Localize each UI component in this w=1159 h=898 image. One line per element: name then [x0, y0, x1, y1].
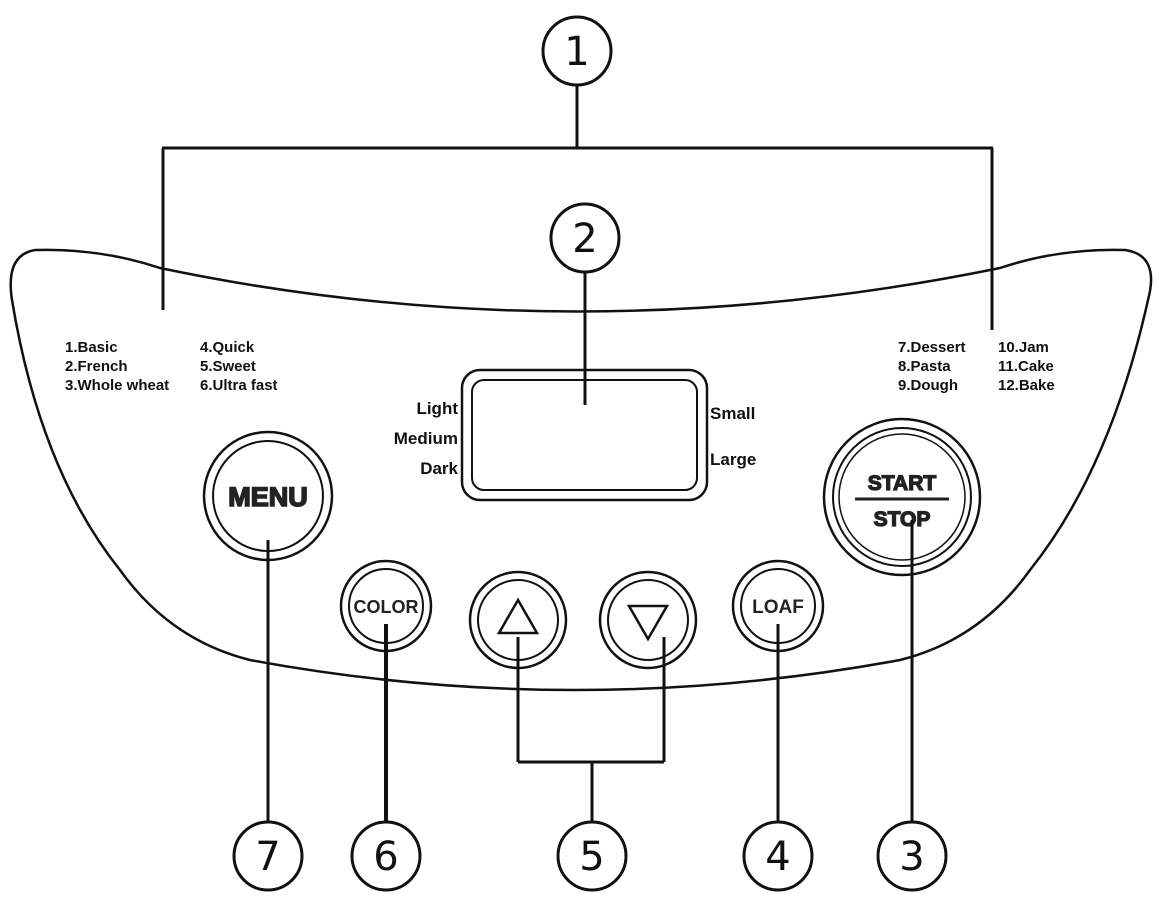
program-9: 9.Dough [898, 377, 958, 394]
loaf-button[interactable]: LOAF [731, 559, 825, 653]
svg-text:2: 2 [572, 216, 597, 262]
lcd-display [460, 368, 709, 502]
start-label: START [868, 472, 937, 495]
loaf-size-small: Small [710, 404, 755, 423]
callout-2: 2 [549, 202, 621, 274]
callout-1-bracket [161, 85, 994, 330]
loaf-button-label: LOAF [752, 597, 804, 618]
color-level-medium: Medium [394, 429, 458, 448]
program-2: 2.French [65, 358, 128, 375]
menu-button-label: MENU [228, 482, 308, 512]
color-level-dark: Dark [420, 459, 458, 478]
loaf-size-labels: Small Large [710, 404, 756, 469]
program-6: 6.Ultra fast [200, 377, 278, 394]
callout-5: 5 [556, 820, 628, 892]
color-level-labels: Light Medium Dark [394, 399, 459, 478]
program-12: 12.Bake [998, 377, 1055, 394]
loaf-size-large: Large [710, 450, 756, 469]
program-4: 4.Quick [200, 339, 255, 356]
program-8: 8.Pasta [898, 358, 951, 375]
color-level-light: Light [416, 399, 458, 418]
callout-3: 3 [876, 820, 948, 892]
callout-4: 4 [742, 820, 814, 892]
stop-label: STOP [874, 508, 931, 531]
callout-7: 7 [232, 820, 304, 892]
menu-button[interactable]: MENU [202, 430, 334, 562]
down-button[interactable] [598, 570, 698, 670]
svg-text:1: 1 [564, 29, 589, 75]
program-list-left: 1.Basic 4.Quick 2.French 5.Sweet 3.Whole… [65, 339, 278, 394]
program-7: 7.Dessert [898, 339, 966, 356]
program-10: 10.Jam [998, 339, 1049, 356]
start-stop-button[interactable]: START STOP [822, 417, 982, 577]
program-11: 11.Cake [998, 358, 1054, 375]
down-arrow-icon [626, 604, 670, 642]
callout-6: 6 [350, 820, 422, 892]
program-1: 1.Basic [65, 339, 118, 356]
color-button[interactable]: COLOR [339, 559, 433, 653]
svg-text:3: 3 [899, 834, 924, 880]
program-list-right: 7.Dessert 10.Jam 8.Pasta 11.Cake 9.Dough… [898, 339, 1055, 394]
callout-1: 1 [541, 15, 613, 87]
color-button-label: COLOR [354, 597, 419, 617]
panel-outline [9, 248, 1153, 692]
up-arrow-icon [496, 597, 540, 635]
program-5: 5.Sweet [200, 358, 256, 375]
program-3: 3.Whole wheat [65, 377, 169, 394]
callout-5-bracket [516, 637, 666, 822]
svg-text:7: 7 [255, 834, 280, 880]
svg-text:6: 6 [373, 834, 398, 880]
svg-text:4: 4 [765, 834, 790, 880]
svg-text:5: 5 [579, 834, 604, 880]
